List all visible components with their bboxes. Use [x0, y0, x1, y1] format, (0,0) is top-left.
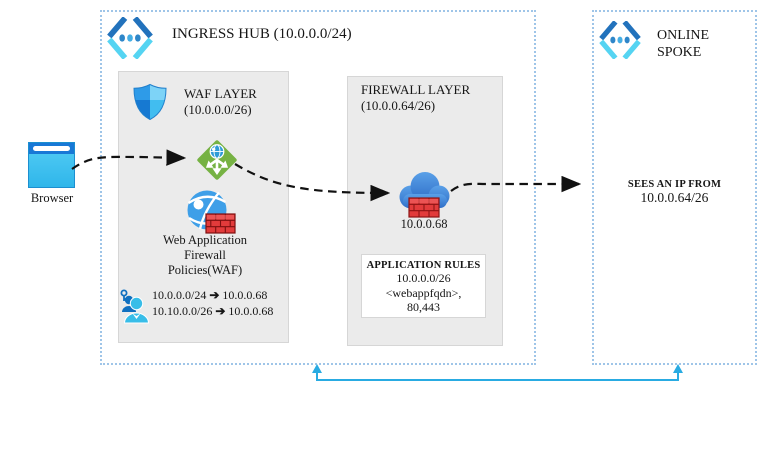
firewall-ip-label: 10.0.0.68 — [400, 217, 448, 231]
waf-policy-label-line3: Policies(WAF) — [167, 263, 243, 277]
route-rule-1-prefix: 10.0.0.0/24 — [152, 288, 207, 302]
route-arrow-icon: ➔ — [215, 304, 226, 318]
browser-icon — [28, 142, 75, 188]
online-spoke-note-line2: 10.0.0.64/26 — [640, 190, 709, 205]
browser-titlebar — [29, 143, 74, 154]
shield-icon — [132, 83, 168, 121]
firewall-layer-title: FIREWALL LAYER (10.0.0.64/26) — [361, 82, 470, 114]
virtual-network-icon — [599, 21, 641, 59]
firewall-layer-title-line: FIREWALL LAYER — [361, 82, 471, 97]
application-rules-line2: <webappfqdn>, — [385, 285, 462, 300]
route-rule-2-prefix: 10.10.0.0/26 — [152, 304, 213, 318]
ingress-hub-title: INGRESS HUB (10.0.0.0/24) — [172, 26, 352, 42]
application-gateway-icon — [195, 138, 239, 182]
waf-policy-icon — [186, 189, 236, 237]
ingress-hub-box — [100, 10, 536, 365]
azure-firewall-icon — [393, 168, 455, 220]
application-rules-title: APPLICATION RULES — [366, 260, 481, 271]
firewall-to-spoke-arrow — [450, 175, 582, 193]
application-rules-line1: 10.0.0.0/26 — [396, 271, 451, 285]
online-spoke-box — [592, 10, 757, 365]
browser-to-gateway-arrow — [71, 149, 187, 170]
route-table-icon — [119, 288, 149, 324]
hub-spoke-connector — [312, 364, 683, 381]
online-spoke-note: SEES AN IP FROM 10.0.0.64/26 — [597, 179, 752, 206]
route-arrow-icon: ➔ — [209, 288, 220, 302]
application-rules-line3: 80,443 — [407, 300, 440, 314]
online-spoke-title-line1: ONLINE — [657, 28, 710, 43]
route-rule-1-next-hop: 10.0.0.68 — [222, 288, 268, 302]
application-rules-box: APPLICATION RULES 10.0.0.0/26 <webappfqd… — [361, 254, 486, 318]
waf-layer-title: WAF LAYER (10.0.0.0/26) — [184, 86, 257, 118]
waf-policy-label: Web Application Firewall Policies(WAF) — [126, 233, 284, 278]
online-spoke-note-line1: SEES AN IP FROM — [627, 179, 722, 190]
virtual-network-icon — [107, 17, 153, 59]
route-rule-2: 10.10.0.0/26 ➔ 10.0.0.68 — [152, 304, 273, 319]
online-spoke-title-line2: SPOKE — [657, 45, 702, 60]
firewall-layer-subnet: (10.0.0.64/26) — [361, 98, 436, 113]
gateway-to-firewall-arrow — [234, 163, 391, 202]
online-spoke-title: ONLINE SPOKE — [657, 27, 709, 61]
waf-layer-title-line: WAF LAYER — [184, 86, 257, 101]
browser-label: Browser — [30, 191, 74, 205]
route-rule-2-next-hop: 10.0.0.68 — [228, 304, 274, 318]
waf-policy-label-line1: Web Application — [162, 233, 248, 247]
browser-address-bar — [33, 145, 70, 151]
route-rule-1: 10.0.0.0/24 ➔ 10.0.0.68 — [152, 288, 267, 303]
waf-layer-subnet: (10.0.0.0/26) — [184, 102, 252, 117]
waf-policy-label-line2: Firewall — [184, 248, 226, 262]
